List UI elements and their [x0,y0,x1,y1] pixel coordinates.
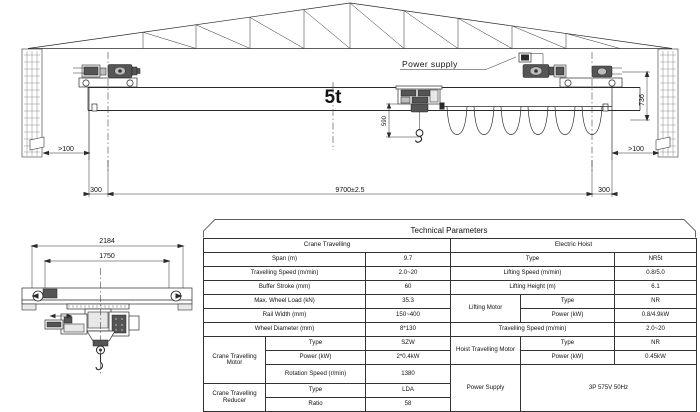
power-supply-label: Power supply [402,59,458,69]
end-view-beam [21,287,193,311]
value-rail-width: 150~400 [364,308,452,323]
end-carriage-right [518,52,623,160]
label-power-supply: Power Supply [450,364,522,412]
label-crane-motor-power: Power (kW) [265,350,366,365]
table-row: Power (kW) 2*0.4kW Power (kW) 0.45kW [204,350,698,365]
table-row: Crane Travelling Motor Type SZW Hoist Tr… [203,336,698,384]
wall-right [657,48,679,158]
value-max-wheel-load: 35.3 [364,294,452,309]
value-crane-motor-power: 2*0.4kW [364,350,452,365]
dim-clearance-left: >100 [29,136,91,156]
section-crane-travelling: Crane Travelling [202,238,452,253]
value-travelling-speed: 2.0~20 [364,266,452,281]
clearance-left-label: >100 [58,146,74,153]
table-title-banner: Technical Parameters [203,219,696,238]
table-row: Rotation Speed (r/min) 1380 Power Supply… [204,364,698,412]
end-carriage-left [73,64,141,160]
main-girder [87,86,641,112]
dim-span-label: 9700±2.5 [335,187,364,194]
dim-1750-label: 1750 [99,253,115,260]
label-hoist-travelling-speed: Travelling Speed (m/min) [450,322,616,337]
value-lifting-height: 6.1 [614,280,698,295]
section-electric-hoist: Electric Hoist [450,238,698,253]
crane-end-view: 2184 1750 [21,238,193,376]
group-crane-travelling-reducer: Crane Travelling Reducer [203,383,266,412]
label-hoist-motor-power: Power (kW) [520,350,616,365]
clearance-right-label: >100 [628,146,644,153]
dim-end-right-label: 300 [598,187,610,194]
label-lifting-height: Lifting Height (m) [450,280,616,295]
group-hoist-travelling-motor: Hoist Travelling Motor [450,336,522,365]
value-span: 9.7 [364,252,452,267]
dim-end-left-label: 300 [90,187,102,194]
label-rail-width: Rail Width (mm) [203,308,366,323]
table-section-header-row: Crane Travelling Electric Hoist [202,238,698,253]
dim-590: 590 [382,102,419,139]
value-lifting-motor-type: NR [614,294,698,309]
value-wheel-diameter: 8*130 [364,322,452,337]
festoon-cable [439,102,612,135]
drawing-sheet: Power supply 5t [21,2,698,412]
value-crane-motor-type: SZW [364,336,452,351]
group-crane-travelling-motor: Crane Travelling Motor [203,336,266,384]
dim-736: 736 [622,70,650,122]
table-row: Wheel Diameter (mm) 8*130 Travelling Spe… [203,322,698,337]
hoist-detail [44,303,140,371]
label-buffer-stroke: Buffer Stroke (mm) [203,280,366,295]
value-hoist-travelling-speed: 2.0~20 [614,322,698,337]
label-lifting-motor-type: Type [520,294,616,309]
table-row: Buffer Stroke (mm) 60 Lifting Height (m)… [203,280,698,295]
label-rotation-speed: Rotation Speed (r/min) [265,364,366,384]
value-hoist-motor-power: 0.45kW [614,350,698,365]
value-hoist-type: NR5t [614,252,698,267]
value-rotation-speed: 1380 [364,364,452,384]
label-crane-motor-type: Type [265,336,366,351]
label-lifting-motor-power: Power (kW) [520,308,616,323]
label-span: Span (m) [203,252,366,267]
value-reducer-type: LDA [364,383,452,398]
hoist-trolley [395,85,443,143]
label-travelling-speed: Travelling Speed (m/min) [203,266,366,281]
group-lifting-motor: Lifting Motor [450,294,522,323]
dim-590-label: 590 [382,115,388,126]
table-row: Max. Wheel Load (kN) 35.3 Lifting Motor … [203,294,698,323]
dim-clearance-right: >100 [611,136,671,156]
dim-2184: 2184 [30,238,185,290]
technical-parameters-table: Technical Parameters Crane Travelling El… [202,219,698,412]
table-row: Span (m) 9.7 Type NR5t [203,252,698,267]
dim-1750: 1750 [43,253,171,290]
wall-left [21,48,43,158]
label-reducer-type: Type [265,383,366,398]
value-lifting-motor-power: 0.8/4.9kW [614,308,698,323]
value-hoist-motor-type: NR [614,336,698,351]
label-wheel-diameter: Wheel Diameter (mm) [203,322,366,337]
params-table: Crane Travelling Electric Hoist Span (m)… [202,238,698,412]
value-buffer-stroke: 60 [364,280,452,295]
label-lifting-speed: Lifting Speed (m/min) [450,266,616,281]
dim-2184-label: 2184 [99,238,115,245]
power-supply-annotation: Power supply [400,56,517,70]
crane-elevation-view: Power supply 5t [21,2,679,197]
roof-truss [27,2,673,49]
table-row: Travelling Speed (m/min) 2.0~20 Lifting … [203,266,698,281]
label-hoist-type: Type [450,252,616,267]
value-lifting-speed: 0.8/5.0 [614,266,698,281]
table-row: Rail Width (mm) 150~400 Power (kW) 0.8/4… [203,308,698,323]
value-power-supply: 3P 575V 50Hz [520,364,698,412]
table-title: Technical Parameters [411,226,488,235]
label-max-wheel-load: Max. Wheel Load (kN) [203,294,366,309]
label-hoist-motor-type: Type [520,336,616,351]
dim-span-chain: 300 9700±2.5 300 [83,160,618,197]
capacity-label: 5t [325,87,343,108]
dim-736-label: 736 [639,94,646,106]
